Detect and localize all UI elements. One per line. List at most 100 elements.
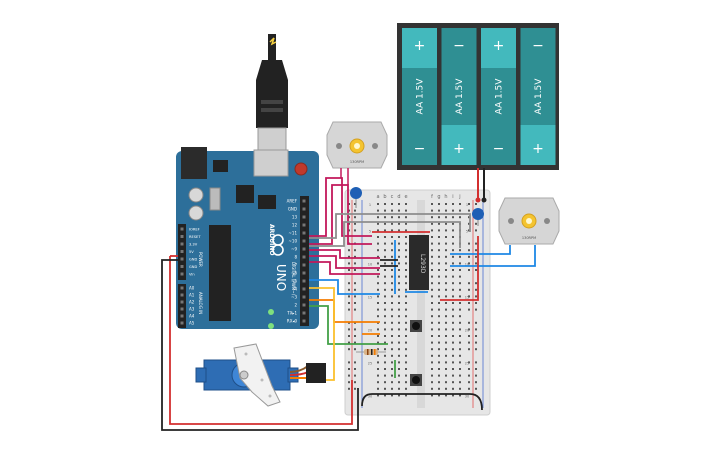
wire-magenta [309, 261, 380, 275]
row-number: 15 [465, 295, 469, 299]
battery-cell: +−AA 1.5V [402, 28, 437, 165]
digital-pin-label: RX◂0 [287, 319, 298, 324]
battery-cell: − + AA 1.5V [441, 28, 477, 165]
wire-grey [309, 213, 471, 239]
battery-cell: + − AA 1.5V [481, 28, 516, 165]
wire-magenta [309, 184, 372, 245]
wire-red [440, 236, 479, 301]
battery-terminal-bottom: − [493, 141, 505, 157]
column-letter: e [404, 194, 407, 200]
row-number: 5 [466, 229, 468, 233]
atmega-chip [209, 225, 231, 321]
analog-pin-label: A3 [189, 307, 195, 312]
usb-plug-ridge [261, 108, 283, 112]
usb-cable [256, 34, 288, 161]
usb-b-port [253, 149, 289, 177]
column-letter: f [431, 194, 433, 200]
row-number: 25 [368, 361, 372, 365]
power-jack [181, 147, 207, 179]
digital-pin-label: 7 [294, 263, 297, 268]
wire-blue-motor [450, 245, 511, 255]
motor-label: 130RPM [350, 160, 364, 164]
digital-pin-label: GND [288, 207, 297, 212]
usb-cable-cord [268, 34, 276, 60]
battery-terminal-bottom: + [453, 141, 465, 157]
column-letter: d [397, 194, 400, 200]
digital-label: DIGITAL (PWM~) [291, 262, 296, 296]
ceramic-capacitor [472, 208, 484, 220]
battery-cell-label: AA 1.5V [455, 78, 465, 115]
row-number: 10 [465, 262, 469, 266]
battery-terminal-top: + [493, 38, 505, 54]
l293d-body [409, 235, 429, 290]
wire-yellow [309, 287, 335, 381]
pushbutton[interactable] [410, 374, 422, 386]
pushbutton[interactable] [410, 320, 422, 332]
crystal [209, 187, 221, 211]
breadboard-holes [348, 203, 477, 397]
column-letter: a [376, 194, 379, 200]
column-letter: c [391, 194, 394, 200]
ceramic-capacitor [350, 187, 362, 199]
battery-black-terminal [481, 197, 487, 203]
digital-pin-label: 2 [294, 303, 297, 308]
column-letter: g [437, 194, 440, 200]
driver-label: L293D [419, 254, 426, 274]
motor-driver-chip: L293D [409, 235, 429, 290]
servo-connector [306, 363, 326, 383]
digital-pin-label: AREF [287, 199, 298, 204]
battery-terminal-bottom: + [532, 141, 544, 157]
battery-cell-label: AA 1.5V [495, 78, 505, 115]
power-label: POWER [198, 252, 203, 267]
wire-red-5v [169, 256, 353, 425]
small-chip [258, 195, 276, 209]
battery-terminal-top: − [453, 38, 465, 54]
digital-pin-label: ~6 [291, 271, 297, 276]
row-number: 10 [368, 262, 372, 266]
wire-magenta [309, 255, 380, 269]
motor-label: 130RPM [522, 236, 536, 240]
digital-pin-label: 12 [292, 223, 298, 228]
analog-pin-label: A1 [189, 293, 195, 298]
usb-flash-icon [269, 37, 277, 46]
reset-button[interactable] [294, 162, 308, 176]
battery-cell: −+AA 1.5V [520, 28, 556, 165]
digital-header-pins [302, 199, 306, 323]
row-number: 1 [369, 203, 371, 207]
digital-pin-label: ~11 [289, 231, 298, 236]
arduino-brand: ARDUINO [268, 224, 275, 255]
power-pin-label: 5V [189, 250, 194, 254]
dc-motor-1: 130RPM [326, 121, 388, 185]
digital-pin-label: 8 [294, 255, 297, 260]
usb-plug-ridge [261, 100, 283, 104]
digital-pin-label: ~5 [291, 279, 297, 284]
wires [161, 177, 536, 431]
row-number: 20 [368, 328, 372, 332]
row-number: 30 [368, 394, 372, 398]
digital-pin-label: 4 [294, 287, 297, 292]
column-letter: j [458, 194, 460, 200]
analog-pin-label: A5 [189, 321, 195, 326]
power-pin-label: IOREF [189, 228, 200, 232]
wire-blue [309, 279, 380, 295]
wire-black-gnd [161, 259, 359, 431]
battery-cell-label: AA 1.5V [416, 78, 426, 115]
battery-red-terminal [475, 197, 481, 203]
wire-magenta [309, 249, 380, 259]
servo-horn [233, 343, 281, 407]
analog-header [178, 284, 186, 328]
wire-grey [309, 221, 461, 248]
digital-pin-label: ~3 [291, 295, 297, 300]
servo-motor [195, 343, 326, 407]
power-led [268, 323, 274, 329]
analog-label: ANALOG IN [198, 292, 203, 314]
power-led [268, 309, 274, 315]
usb-plug [256, 60, 288, 128]
row-number: 20 [465, 328, 469, 332]
